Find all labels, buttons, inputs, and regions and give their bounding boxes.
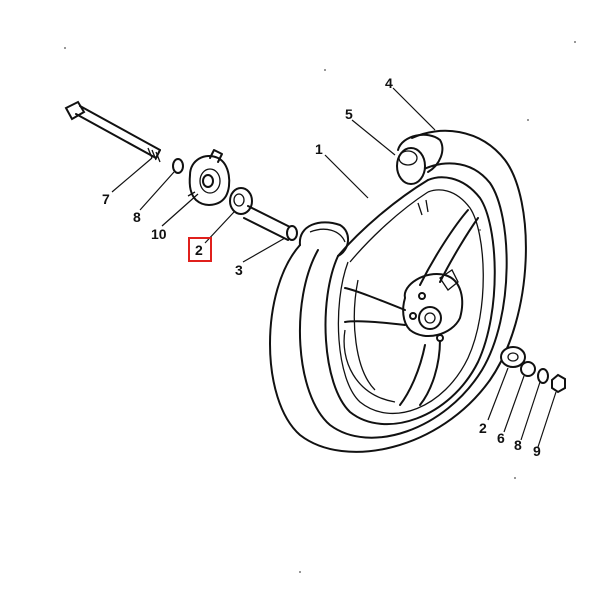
washer-right <box>537 368 549 384</box>
rim <box>324 176 496 426</box>
label-collar: 6 <box>497 430 505 446</box>
label-gear-unit: 10 <box>151 226 167 242</box>
label-washer-right: 8 <box>514 437 522 453</box>
leader-lines <box>111 87 557 448</box>
scan-specks <box>64 41 576 573</box>
label-valve: 5 <box>345 106 353 122</box>
label-spacer: 3 <box>235 262 243 278</box>
nut <box>551 373 566 394</box>
label-tire: 4 <box>385 75 393 91</box>
bearing-left <box>229 187 253 215</box>
label-bearing-right: 2 <box>479 420 487 436</box>
collar <box>520 361 536 377</box>
highlight-box <box>188 237 212 262</box>
gear-unit <box>187 149 231 206</box>
spacer <box>243 205 298 241</box>
label-bearing-left: 2 <box>195 242 203 258</box>
hub <box>402 269 464 342</box>
tire <box>269 129 527 453</box>
washer-left <box>172 158 184 174</box>
axle <box>64 100 161 163</box>
label-nut: 9 <box>533 443 541 459</box>
callout-labels: 1 4 5 7 8 10 2 3 2 6 8 9 <box>102 75 541 459</box>
label-washer-left: 8 <box>133 209 141 225</box>
label-axle: 7 <box>102 191 110 207</box>
valve <box>396 147 426 185</box>
bearing-right <box>500 346 526 368</box>
label-rim: 1 <box>315 141 323 157</box>
